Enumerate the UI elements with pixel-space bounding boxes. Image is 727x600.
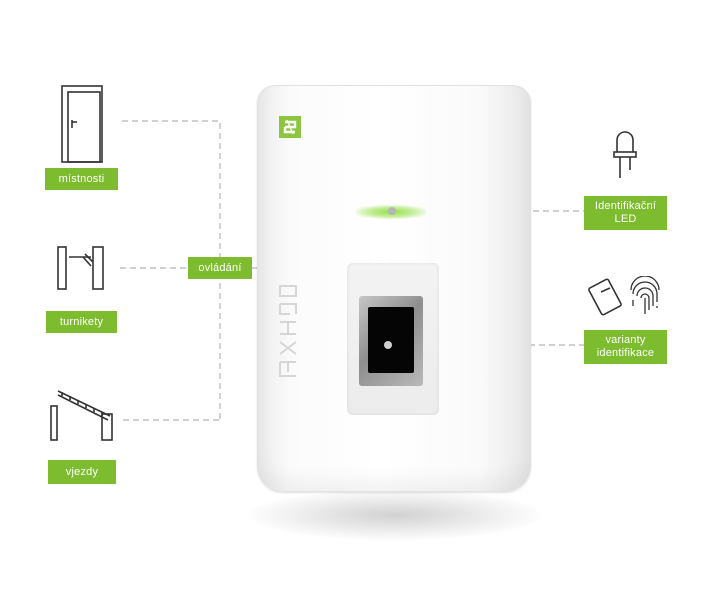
brand-wordmark-icon xyxy=(279,285,297,377)
label-ovladani: ovládání xyxy=(188,257,252,279)
label-identifikacni-led: Identifikační LED xyxy=(584,196,667,230)
label-varianty-identifikace: varianty identifikace xyxy=(584,330,667,364)
rfid-card-icon xyxy=(588,278,622,316)
door-icon xyxy=(61,85,103,163)
turnstile-icon xyxy=(57,246,104,290)
label-turnikety: turnikety xyxy=(46,311,117,333)
device-shadow xyxy=(250,490,540,540)
label-mistnosti: místnosti xyxy=(45,168,118,190)
label-varianty-identifikace-line2: identifikace xyxy=(596,347,655,359)
connector-mistnosti xyxy=(122,120,221,420)
label-varianty-identifikace-line1: varianty xyxy=(605,334,646,346)
fingerprint-icon xyxy=(630,276,660,314)
reader-window xyxy=(368,307,414,373)
label-identifikacni-led-line2: LED xyxy=(614,213,637,225)
boom-barrier-icon xyxy=(50,390,113,441)
brand-logo-icon xyxy=(279,116,301,138)
label-identifikacni-led-line1: Identifikační xyxy=(594,200,657,212)
led-diode-icon xyxy=(613,131,637,178)
label-vjezdy: vjezdy xyxy=(48,460,116,484)
led-indicator xyxy=(356,205,426,219)
